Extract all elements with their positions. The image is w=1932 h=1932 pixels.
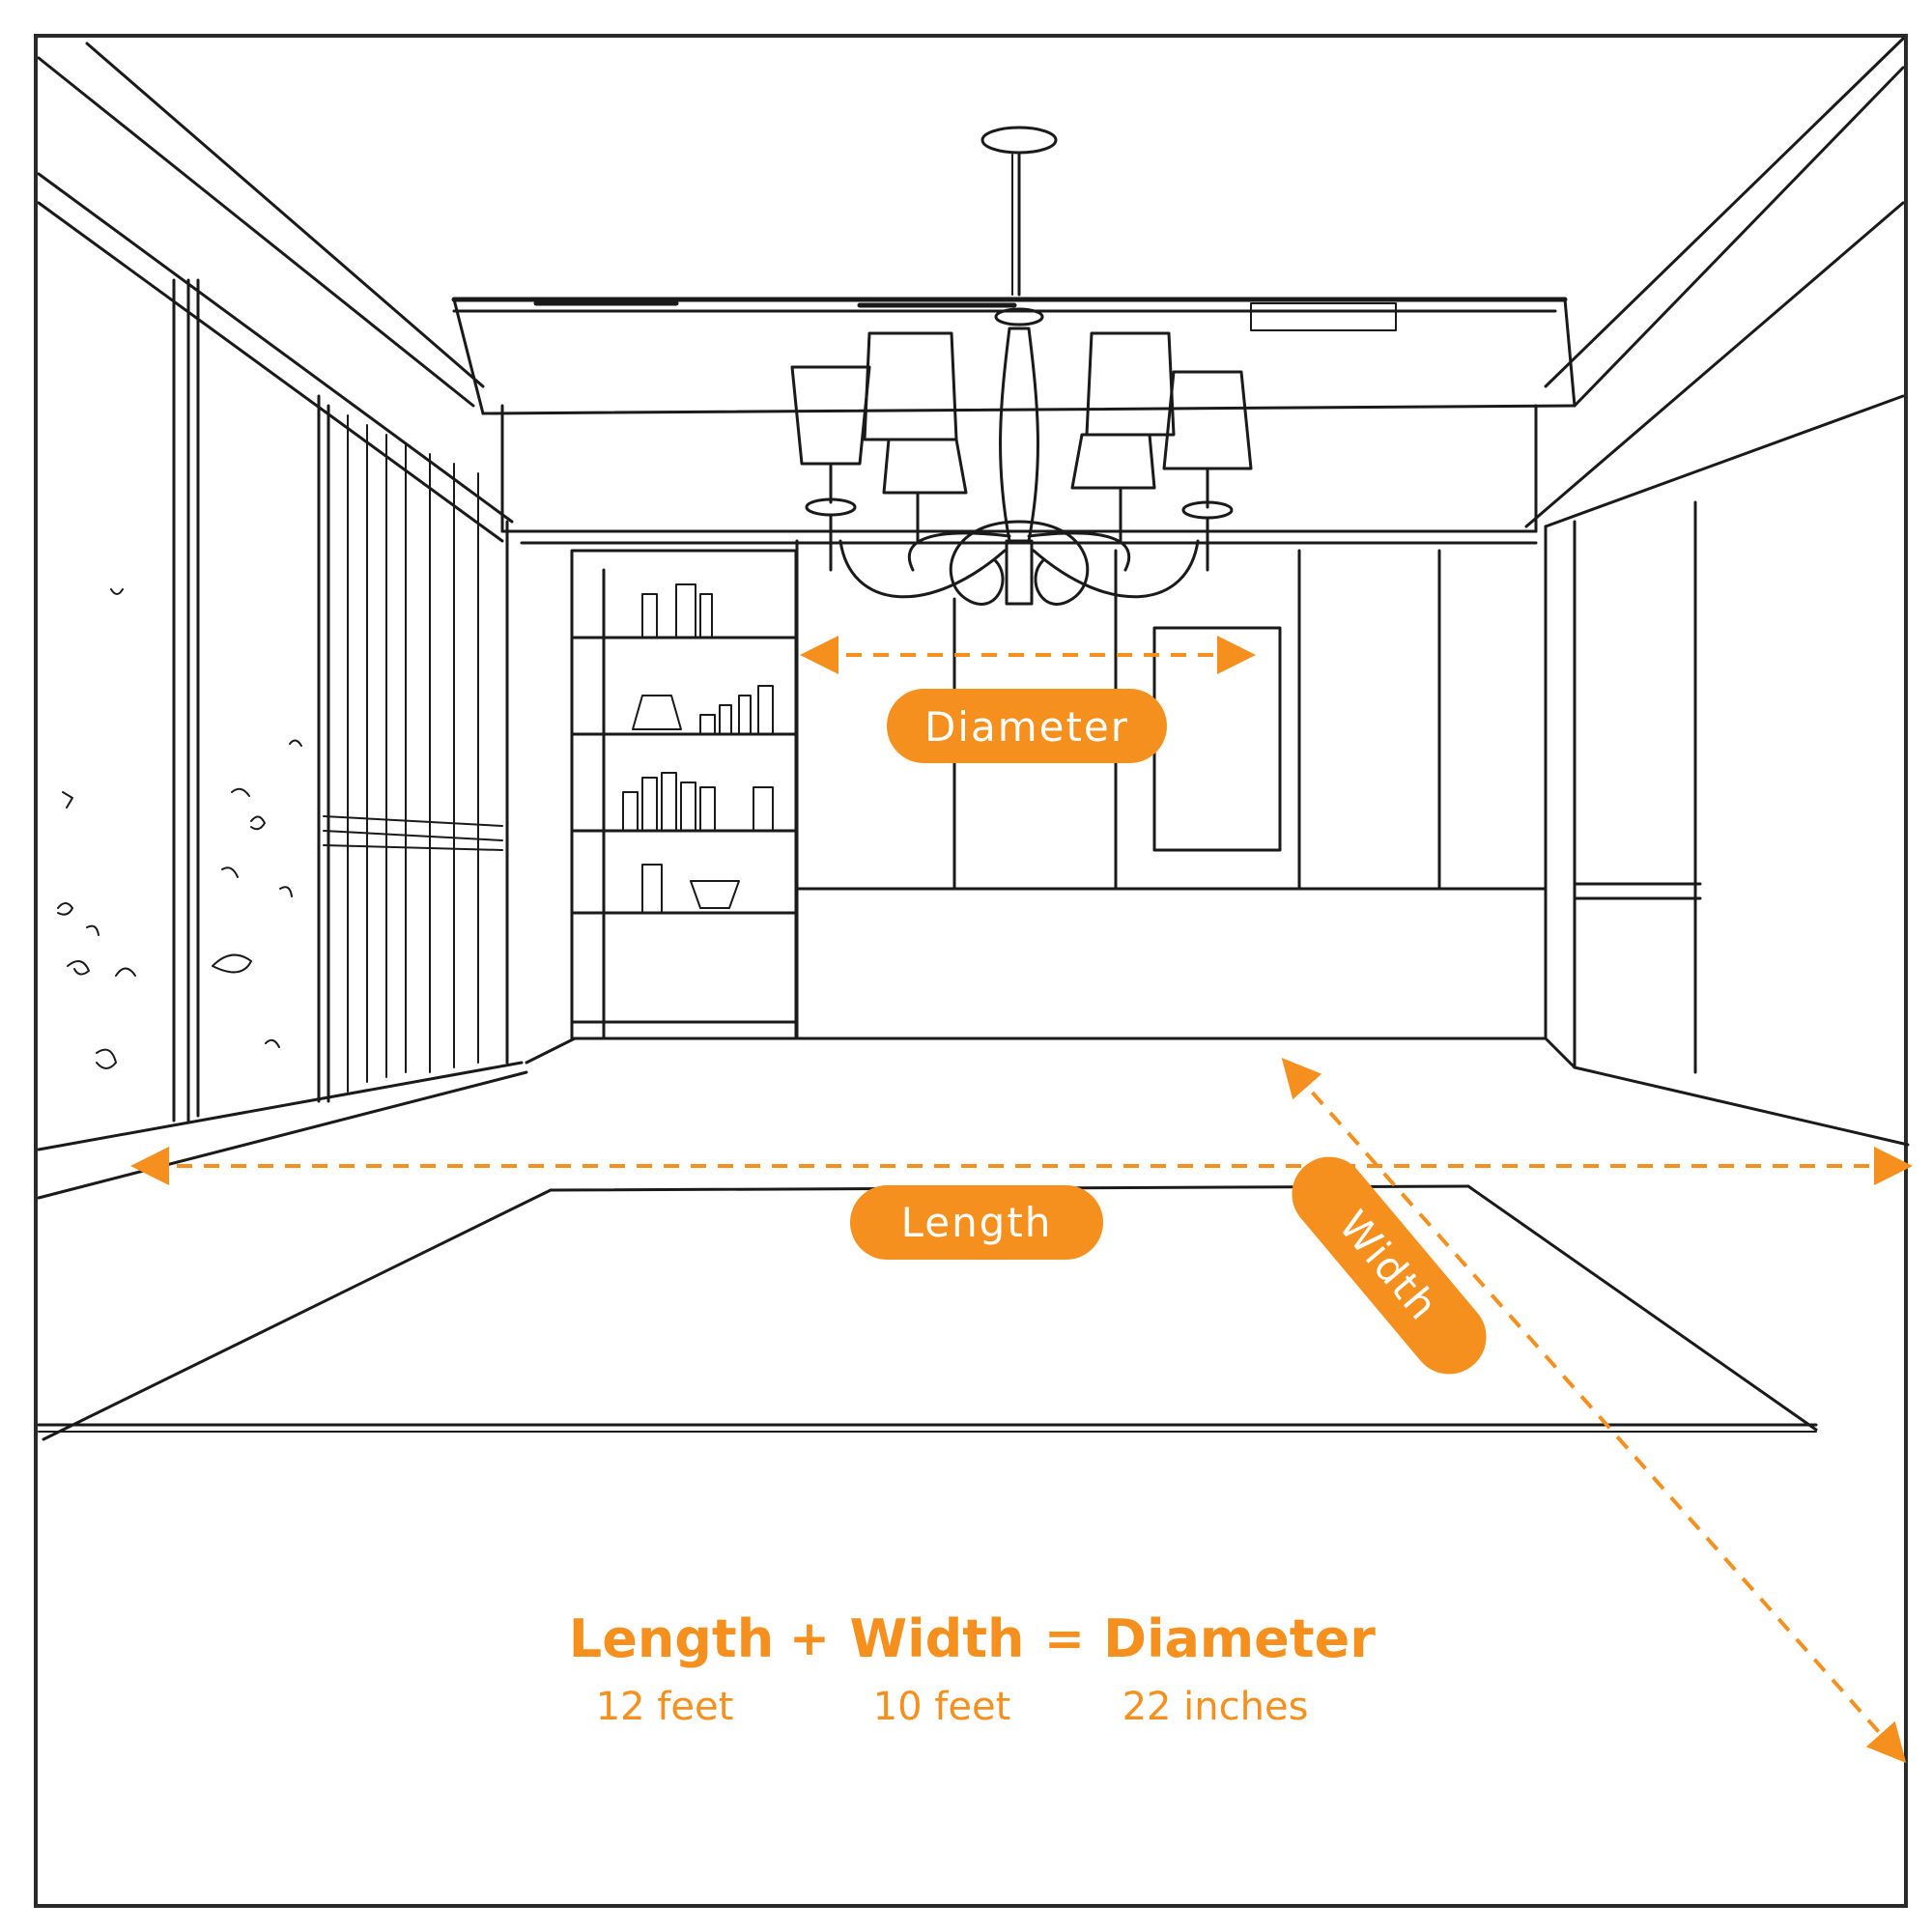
diameter-value: 22 inches: [1122, 1685, 1309, 1729]
formula: Length + Width = Diameter 12 feet 10 fee…: [569, 1608, 1376, 1729]
measurements: Diameter Length Width: [130, 636, 1913, 1763]
diameter-pill: [887, 689, 1167, 763]
length-pill: [850, 1185, 1103, 1260]
length-label: Length: [901, 1199, 1053, 1246]
formula-equals: =: [1044, 1610, 1085, 1666]
chandelier-icon: [790, 126, 1253, 606]
room-sketch: [37, 37, 1910, 1441]
ceiling: [37, 37, 1905, 545]
formula-width: Width: [850, 1608, 1025, 1669]
window-icon: [37, 278, 528, 1200]
length-value: 12 feet: [596, 1685, 734, 1729]
diameter-label: Diameter: [924, 703, 1129, 751]
formula-diameter: Diameter: [1103, 1608, 1376, 1669]
width-value: 10 feet: [873, 1685, 1011, 1729]
width-arrow: [1281, 1058, 1907, 1763]
formula-length: Length: [569, 1608, 774, 1669]
formula-plus: +: [789, 1610, 830, 1666]
outer-frame: [34, 34, 1908, 1908]
bookshelf-icon: [570, 549, 798, 1040]
